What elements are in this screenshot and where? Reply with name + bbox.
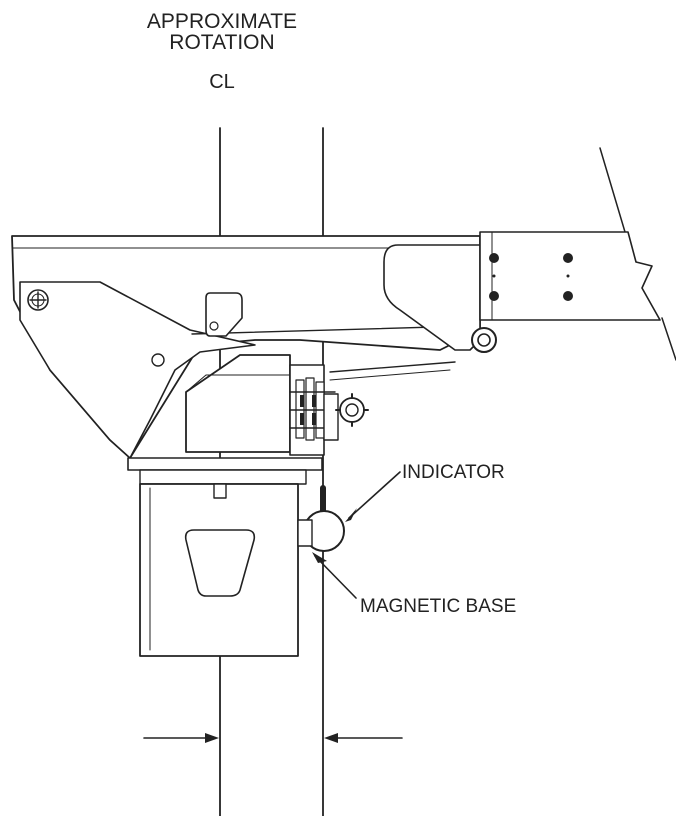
indicator-arrowhead — [345, 508, 357, 522]
frame-hole — [151, 353, 165, 367]
housing-opening — [184, 529, 256, 597]
pivot-bolt-cross — [29, 291, 47, 309]
pivot-bolt-ring — [31, 293, 45, 307]
beam-bolt — [489, 253, 499, 263]
dimension-arrowhead-left — [205, 733, 219, 743]
magnetic-base-leader — [314, 555, 357, 599]
centerline-symbol: CL — [209, 71, 235, 93]
base-plate — [127, 457, 323, 471]
shaft-stub — [213, 483, 227, 499]
extension-beam — [479, 231, 661, 321]
beam-bolt — [489, 291, 499, 301]
break-line-lower — [661, 317, 676, 361]
cylinder-housing — [383, 244, 481, 351]
magnetic-base-arrowhead — [312, 552, 327, 563]
arm-plate — [19, 281, 256, 459]
base-flange — [139, 469, 307, 485]
adjust-knob-spokes — [335, 393, 369, 427]
gearbox-body — [185, 354, 291, 453]
gearbox-top-face — [185, 374, 291, 393]
beam-dot — [492, 274, 496, 278]
rail-underside-3 — [329, 369, 451, 381]
bracket-pin — [209, 321, 219, 331]
magnetic-base-block — [297, 519, 313, 547]
indicator-label: INDICATOR — [402, 462, 505, 483]
magnetic-base-label: MAGNETIC BASE — [360, 596, 516, 617]
beam-dot — [566, 274, 570, 278]
rotation-label-line2: ROTATION — [169, 31, 274, 54]
rotation-label-line1: APPROXIMATE — [147, 10, 297, 33]
beam-roller-inner — [477, 333, 491, 347]
beam-bolt — [563, 253, 573, 263]
beam-bolt — [563, 291, 573, 301]
dimension-arrowhead-right — [324, 733, 338, 743]
valve-cluster — [289, 364, 339, 456]
adjust-knob-inner — [345, 403, 359, 417]
rail-underside-2 — [329, 361, 456, 373]
indicator-leader — [348, 471, 401, 519]
break-line-upper — [599, 147, 626, 233]
